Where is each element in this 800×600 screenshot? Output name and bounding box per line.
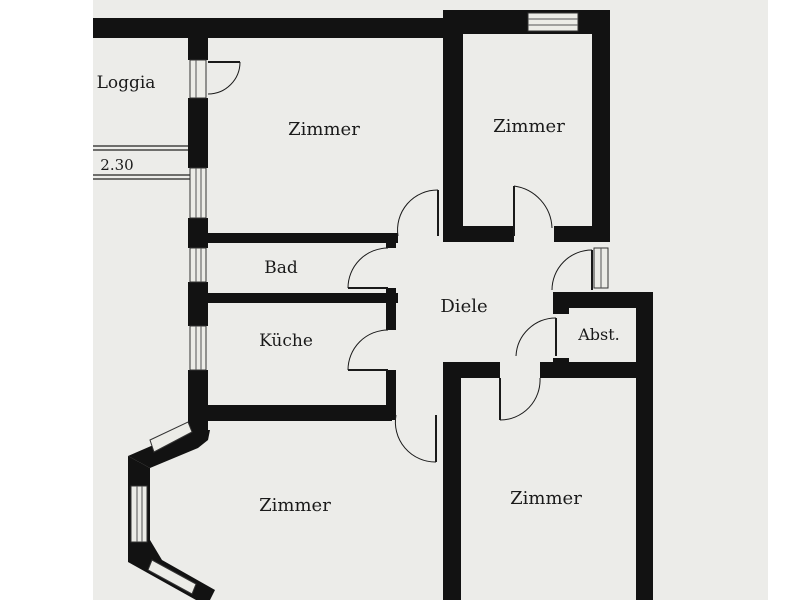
room-label-zimmer-bottom-right: Zimmer [510,488,582,509]
door-zimmer-bottom-right [499,362,541,421]
windows [130,12,609,595]
door-zimmer-top-right [513,185,554,242]
room-label-loggia: Loggia [97,73,156,93]
door-abst [515,314,569,358]
door-bad [347,247,396,289]
room-label-kueche: Küche [259,331,313,351]
door-loggia [207,61,241,95]
walls [93,10,653,600]
room-label-bad: Bad [264,258,298,278]
dimension-loggia: 2.30 [100,156,133,174]
room-label-abst: Abst. [577,325,620,344]
room-label-zimmer-top-left: Zimmer [288,119,360,140]
room-label-zimmer-top-right: Zimmer [493,116,565,137]
room-label-diele: Diele [440,296,487,317]
door-zimmer-top-left [397,189,439,242]
room-label-zimmer-bottom-left: Zimmer [259,495,331,516]
door-diele-right [551,249,593,291]
door-zimmer-bottom-left [394,405,437,463]
door-kueche [347,329,396,371]
loggia-outline [93,145,190,180]
doors [207,61,593,463]
